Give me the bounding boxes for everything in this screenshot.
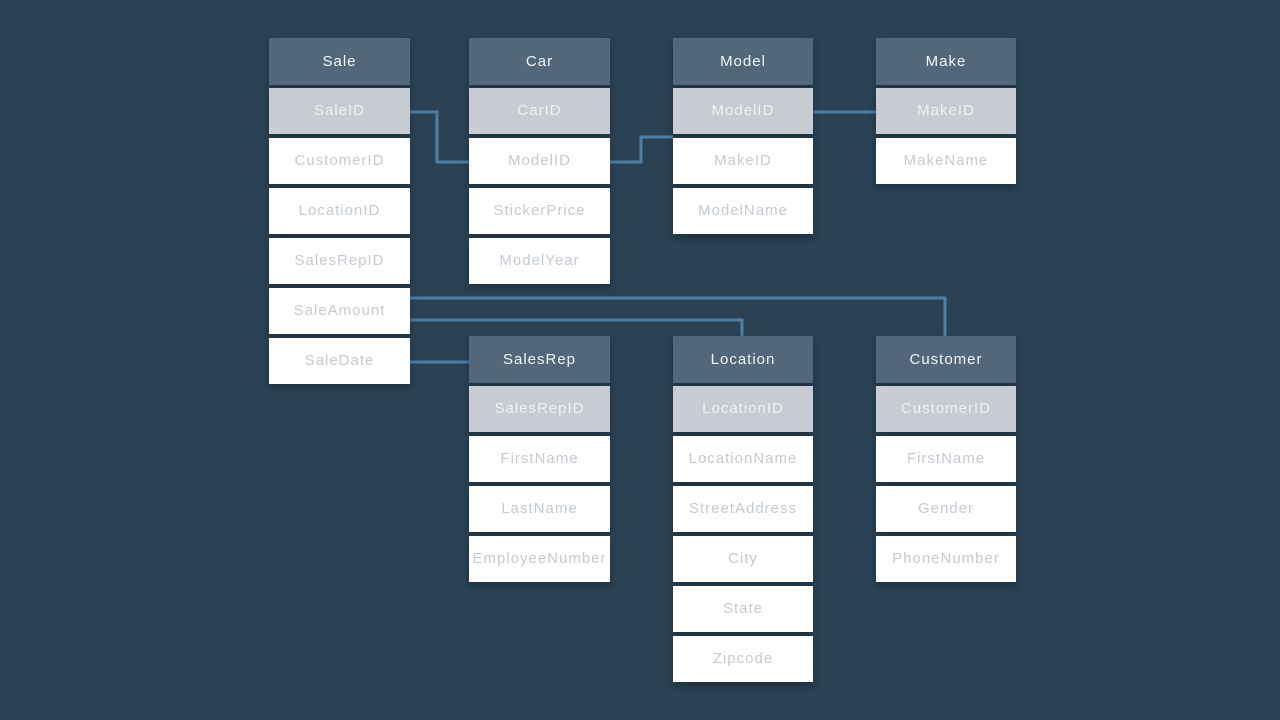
connector-sale-customerid-to-customer (410, 296, 947, 337)
connector-car-modelid-to-model-modelid (610, 135, 673, 164)
field-customer-firstname: FirstName (876, 436, 1016, 482)
field-salesrep-lastname: LastName (469, 486, 610, 532)
field-sale-saleamount: SaleAmount (269, 288, 410, 334)
field-sale-customerid: CustomerID (269, 138, 410, 184)
field-sale-saleid: SaleID (269, 88, 410, 134)
field-location-zipcode: Zipcode (673, 636, 813, 682)
field-make-makeid: MakeID (876, 88, 1016, 134)
table-title-make: Make (876, 38, 1016, 85)
field-customer-gender: Gender (876, 486, 1016, 532)
field-model-makeid: MakeID (673, 138, 813, 184)
field-location-locationname: LocationName (673, 436, 813, 482)
field-car-modelid: ModelID (469, 138, 610, 184)
field-location-city: City (673, 536, 813, 582)
table-title-customer: Customer (876, 336, 1016, 383)
field-salesrep-salesrepid: SalesRepID (469, 386, 610, 432)
table-title-sale: Sale (269, 38, 410, 85)
field-car-modelyear: ModelYear (469, 238, 610, 284)
field-salesrep-firstname: FirstName (469, 436, 610, 482)
field-location-streetaddress: StreetAddress (673, 486, 813, 532)
connector-sale-saleid-to-car-modelid (410, 110, 469, 164)
field-sale-saledate: SaleDate (269, 338, 410, 384)
field-make-makename: MakeName (876, 138, 1016, 184)
field-location-state: State (673, 586, 813, 632)
field-model-modelid: ModelID (673, 88, 813, 134)
table-title-model: Model (673, 38, 813, 85)
field-sale-salesrepid: SalesRepID (269, 238, 410, 284)
field-sale-locationid: LocationID (269, 188, 410, 234)
table-title-salesrep: SalesRep (469, 336, 610, 383)
field-customer-customerid: CustomerID (876, 386, 1016, 432)
field-car-carid: CarID (469, 88, 610, 134)
connector-sale-locationid-to-location (410, 318, 744, 337)
field-car-stickerprice: StickerPrice (469, 188, 610, 234)
field-salesrep-employeenumber: EmployeeNumber (469, 536, 610, 582)
field-customer-phonenumber: PhoneNumber (876, 536, 1016, 582)
table-title-car: Car (469, 38, 610, 85)
table-title-location: Location (673, 336, 813, 383)
field-location-locationid: LocationID (673, 386, 813, 432)
field-model-modelname: ModelName (673, 188, 813, 234)
